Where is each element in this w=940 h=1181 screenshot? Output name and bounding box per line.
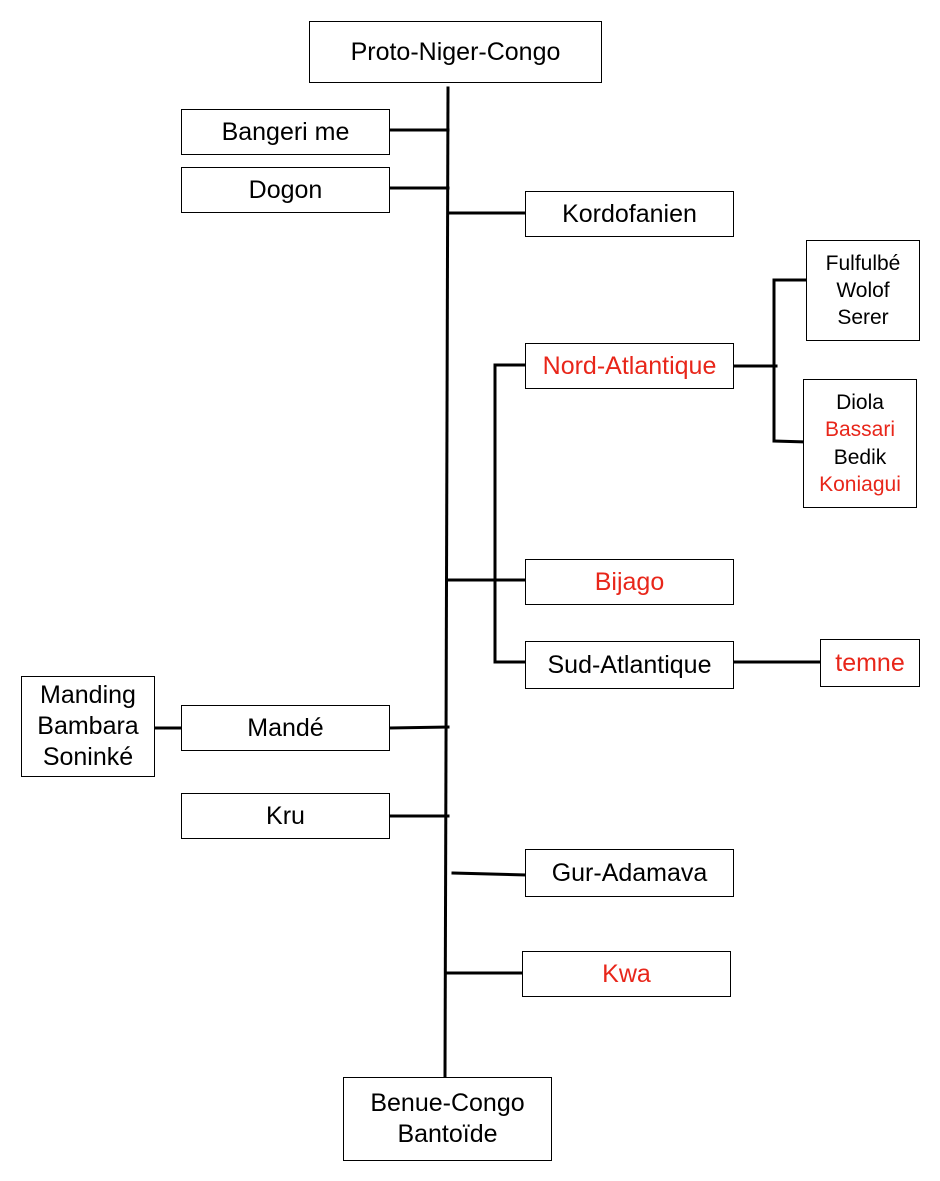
node-bijago: Bijago [525,559,734,605]
node-label: Bantoïde [397,1120,498,1148]
node-label: Sud-Atlantique [547,651,712,679]
node-temne: temne [820,639,920,687]
node-label: Bijago [594,568,665,596]
node-label: Bedik [833,445,887,469]
node-label: Serer [837,306,889,330]
node-mande: Mandé [181,705,390,751]
node-label: Kru [266,802,305,830]
node-label: Diola [836,390,884,414]
node-kwa: Kwa [522,951,731,997]
node-label: Mandé [247,714,324,742]
node-label: Proto-Niger-Congo [350,38,561,66]
node-label: Bambara [37,711,139,740]
node-gur-adamava: Gur-Adamava [525,849,734,897]
connector-gur-adamava [451,871,527,877]
node-kru: Kru [181,793,390,839]
node-sud-atlantique: Sud-Atlantique [525,641,734,689]
node-label: Kwa [602,960,651,988]
trunk-line [443,86,450,1079]
node-label: Nord-Atlantique [542,352,717,380]
node-label: Bangeri me [221,118,350,146]
node-label: temne [835,649,905,677]
node-label: Manding [40,680,136,709]
node-nord-atlantique: Nord-Atlantique [525,343,734,389]
node-dogon: Dogon [181,167,390,213]
node-label: Soninké [42,743,134,772]
node-label: Fulfulbé [825,251,901,275]
node-label: Wolof [836,278,890,302]
node-label: Bassari [824,418,896,442]
node-label: Dogon [248,176,323,204]
node-proto-niger-congo: Proto-Niger-Congo [309,21,602,83]
node-bangeri-me: Bangeri me [181,109,390,155]
connector-diola [772,439,808,444]
node-label: Gur-Adamava [551,859,708,887]
node-kordofanien: Kordofanien [525,191,734,237]
node-label: Koniagui [819,472,901,496]
connector-mande [388,725,450,730]
node-label: Kordofanien [562,200,697,228]
node-label: Benue-Congo [370,1088,525,1117]
